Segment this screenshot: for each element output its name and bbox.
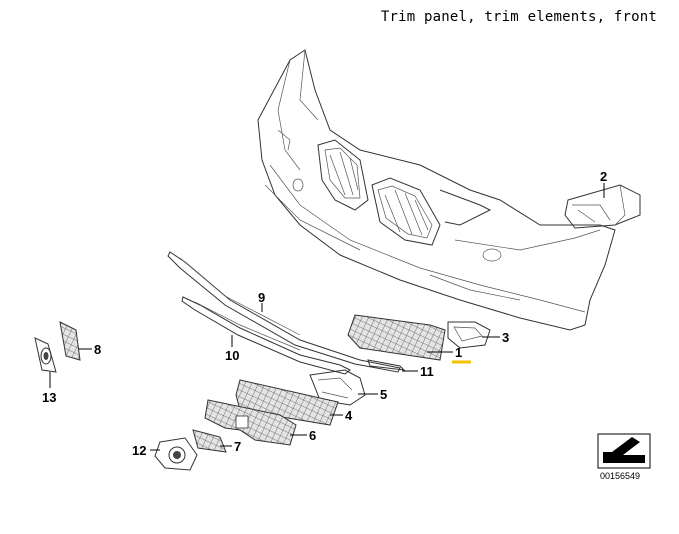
callout-9: 9 xyxy=(258,290,265,305)
callout-5: 5 xyxy=(380,387,387,402)
callout-11: 11 xyxy=(420,364,434,379)
callout-12: 12 xyxy=(132,443,146,458)
part-3-cover xyxy=(447,321,491,349)
part-12-fog-bezel xyxy=(154,437,198,471)
bumper-cover xyxy=(257,49,616,331)
part-10-trim-strip xyxy=(181,296,351,375)
part-11-trim-strip xyxy=(367,359,406,371)
part-1-grille xyxy=(347,314,446,361)
callout-4: 4 xyxy=(345,408,353,423)
part-6-grille xyxy=(204,399,297,446)
kidney-grille xyxy=(317,139,492,246)
callout-3: 3 xyxy=(502,330,509,345)
part-7-grille xyxy=(192,429,227,453)
callout-6: 6 xyxy=(309,428,316,443)
reference-symbol xyxy=(597,433,651,469)
callout-10: 10 xyxy=(225,348,239,363)
part-4-grille xyxy=(235,379,339,426)
reference-code: 00156549 xyxy=(600,471,641,481)
part-2-air-duct xyxy=(564,184,641,229)
callout-13: 13 xyxy=(42,390,56,405)
part-13-bezel xyxy=(34,337,57,373)
leader-lines xyxy=(49,183,605,451)
part-9-trim-strip xyxy=(167,251,401,373)
page-title: Trim panel, trim elements, front xyxy=(380,9,657,25)
callout-1: 1 xyxy=(455,345,462,360)
callout-7: 7 xyxy=(234,439,241,454)
callout-8: 8 xyxy=(94,342,101,357)
callout-2: 2 xyxy=(600,169,607,184)
part-8-grille xyxy=(59,321,81,361)
